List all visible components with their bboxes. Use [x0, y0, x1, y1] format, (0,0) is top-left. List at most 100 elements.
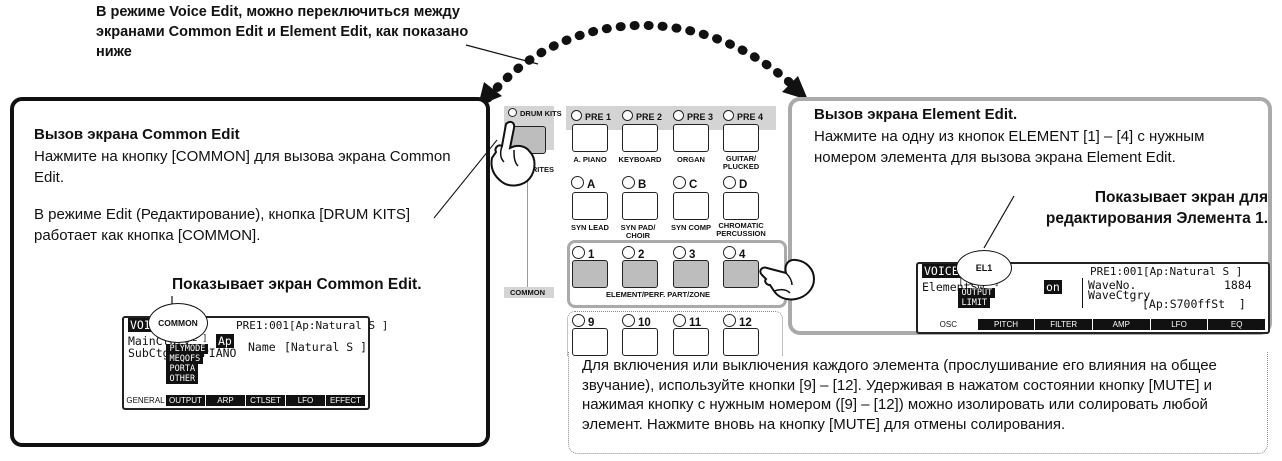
common-edit-note: В режиме Edit (Редактирование), кнопка [… — [34, 206, 411, 244]
lcd-subtab: OUTPUT — [958, 288, 996, 298]
element9-label: 9 — [572, 314, 594, 329]
pointing-hand-icon — [490, 120, 536, 187]
led — [622, 246, 635, 259]
element-badge-magnifier: EL1 — [956, 250, 1012, 286]
led — [571, 110, 582, 121]
b-button[interactable] — [622, 192, 658, 220]
common-edit-instruction: Нажмите на кнопку [COMMON] для вызова эк… — [34, 148, 451, 186]
c-button[interactable] — [673, 192, 709, 220]
lcd-tab: ARP — [206, 395, 246, 406]
pre1-button[interactable] — [572, 124, 608, 152]
element-edit-title: Вызов экрана Element Edit. — [814, 106, 1018, 123]
c-label: C — [673, 176, 697, 191]
pre1-caption: A. PIANO — [573, 155, 607, 164]
led — [622, 176, 635, 189]
led — [572, 246, 585, 259]
led — [673, 176, 686, 189]
c-caption: SYN COMP — [670, 223, 711, 232]
element1-label: 1 — [572, 246, 594, 261]
b-caption: SYN PAD/ CHOIR — [620, 223, 656, 240]
common-badge-magnifier: COMMON — [148, 303, 208, 343]
pre2-button[interactable] — [622, 124, 658, 152]
element1-button[interactable] — [572, 260, 608, 288]
element11-button[interactable] — [673, 328, 709, 356]
element2-text: 2 — [638, 249, 645, 261]
lcd-voice-name: PRE1:001[Ap:Natural S ] — [236, 319, 389, 332]
lcd-subtab: MEQOFS — [166, 354, 204, 364]
d-button[interactable] — [723, 192, 759, 220]
common-label: COMMON — [510, 288, 545, 297]
pre3-button[interactable] — [673, 124, 709, 152]
mute-note: Для включения или выключения каждого эле… — [582, 357, 1217, 433]
led — [723, 176, 736, 189]
a-caption: SYN LEAD — [571, 223, 609, 232]
lcd-tab-bar: OSC PITCH FILTER AMP LFO EQ — [920, 319, 1267, 330]
element10-text: 10 — [638, 317, 651, 329]
lcd-tab: PITCH — [978, 319, 1036, 330]
element-strip-label: ELEMENT/PERF. PART/ZONE — [606, 290, 711, 299]
pre1-text: PRE 1 — [585, 112, 612, 122]
lcd-tab: LFO — [1151, 319, 1209, 330]
led — [622, 314, 635, 327]
d-text: D — [739, 179, 748, 191]
pre3-text: PRE 3 — [687, 112, 714, 122]
led — [622, 110, 633, 121]
element10-label: 10 — [622, 314, 651, 329]
d-label: D — [723, 176, 747, 191]
element3-text: 3 — [689, 249, 696, 261]
element-edit-instruction: Нажмите на одну из кнопок ELEMENT [1] – … — [814, 128, 1205, 166]
element2-button[interactable] — [622, 260, 658, 288]
element4-button[interactable] — [723, 260, 759, 288]
pre4-label: PRE 4 — [723, 110, 763, 122]
lcd-subtab: LIMIT — [958, 298, 991, 308]
lcd-name-label: Name — [248, 340, 276, 354]
a-label: A — [571, 176, 595, 191]
lcd-mode: VOICE — [922, 264, 961, 278]
lcd-tab: EQ — [1208, 319, 1267, 330]
element12-button[interactable] — [723, 328, 759, 356]
a-text: A — [587, 179, 596, 191]
element3-label: 3 — [673, 246, 695, 261]
lcd-subtab: PLYMODE — [166, 344, 209, 354]
element9-button[interactable] — [572, 328, 608, 356]
led — [571, 176, 584, 189]
pre1-label: PRE 1 — [571, 110, 611, 122]
common-edit-title: Вызов экрана Common Edit — [34, 126, 240, 143]
pointing-hand-icon — [759, 258, 816, 301]
element10-button[interactable] — [622, 328, 658, 356]
lcd-tab: EFFECT — [326, 395, 366, 406]
common-label-band — [504, 287, 554, 298]
magnified-badge-text: EL1 — [975, 263, 993, 273]
lcd-wave-number-value: 1884 — [1224, 278, 1252, 292]
led — [673, 110, 684, 121]
pre4-button[interactable] — [723, 124, 759, 152]
lcd-element-switch-value: on — [1044, 280, 1062, 294]
element3-button[interactable] — [673, 260, 709, 288]
element2-label: 2 — [622, 246, 644, 261]
lcd-voice-name: PRE1:001[Ap:Natural S ] — [1090, 265, 1243, 278]
element11-label: 11 — [673, 314, 701, 329]
lcd-name-value: [Natural S ] — [284, 340, 368, 354]
top-note: В режиме Voice Edit, можно переключиться… — [96, 4, 469, 60]
lcd-wave-category-value: [Ap:S700ffSt ] — [1142, 297, 1246, 311]
element1-text: 1 — [588, 249, 595, 261]
pre2-label: PRE 2 — [622, 110, 662, 122]
common-edit-caption: Показывает экран Common Edit. — [172, 276, 422, 293]
led — [723, 314, 736, 327]
drum-kits-label-text: DRUM KITS — [520, 109, 562, 118]
lcd-tab: OUTPUT — [166, 395, 206, 406]
mute-button-group — [567, 311, 783, 356]
pre2-caption: KEYBOARD — [618, 155, 662, 164]
pre4-caption: GUITAR/ PLUCKED — [722, 154, 760, 171]
pre3-label: PRE 3 — [673, 110, 713, 122]
lcd-tab-bar: GENERAL OUTPUT ARP CTLSET LFO EFFECT — [126, 395, 366, 406]
common-connector — [527, 162, 528, 290]
lcd-subtab: OTHER — [166, 374, 199, 384]
b-text: B — [638, 179, 647, 191]
lcd-wave-category-label: WaveCtgry — [1088, 288, 1151, 302]
a-button[interactable] — [572, 192, 608, 220]
lcd-tab: OSC — [920, 319, 978, 330]
lcd-tab: AMP — [1093, 319, 1151, 330]
element9-text: 9 — [588, 317, 595, 329]
